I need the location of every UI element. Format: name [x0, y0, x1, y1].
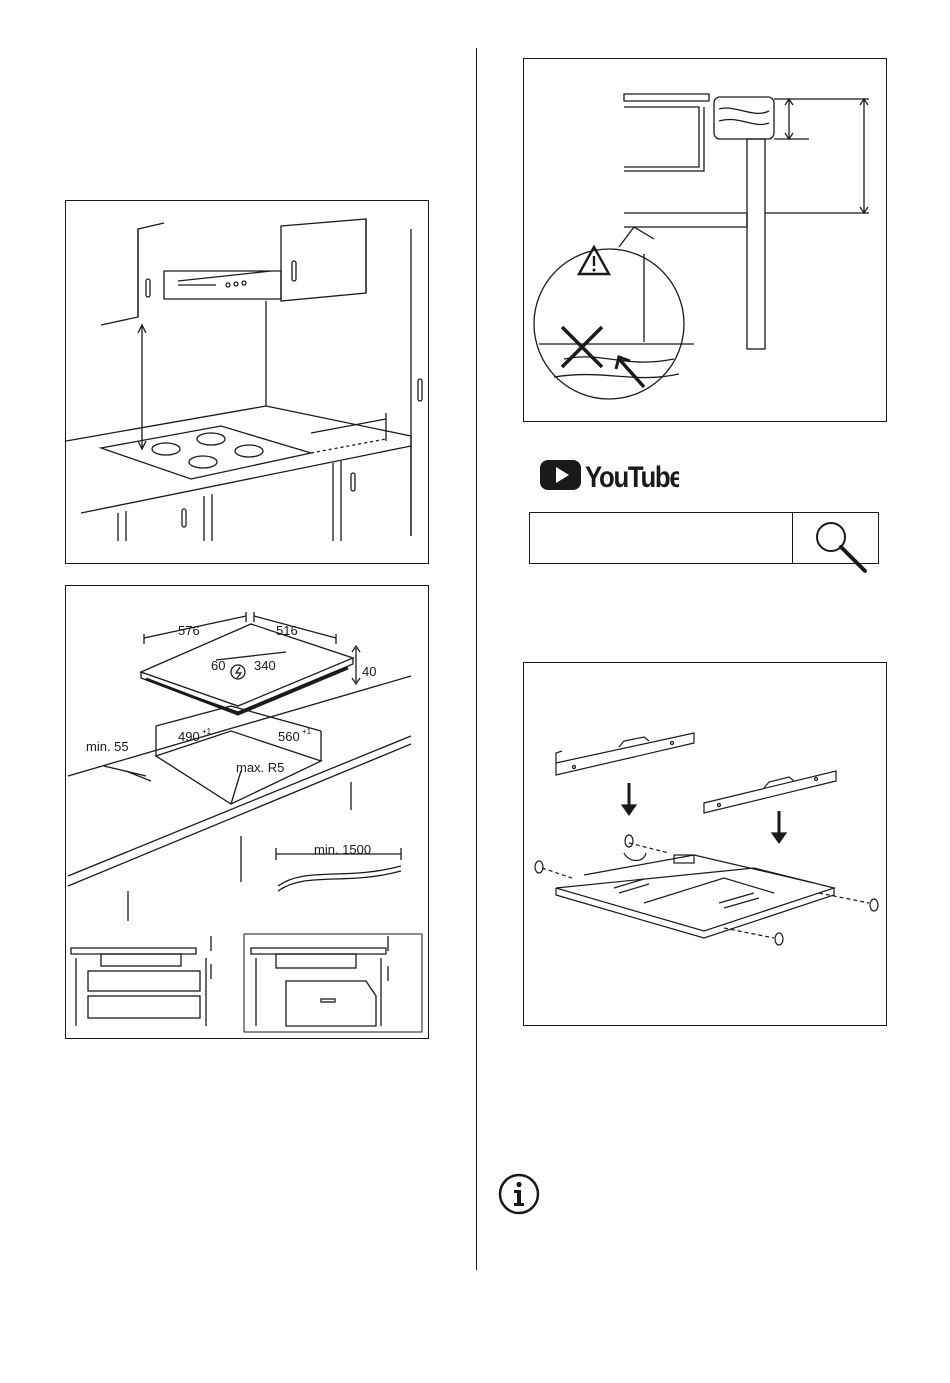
- dim-cutout-depth-tol: +1: [302, 727, 312, 736]
- dim-depth: 516: [276, 623, 298, 638]
- dim-cable: min. 1500: [314, 842, 371, 857]
- info-icon: [497, 1172, 541, 1216]
- dim-width: 576: [178, 623, 200, 638]
- dim-inner-b: 340: [254, 658, 276, 673]
- search-input[interactable]: [530, 513, 792, 563]
- figure-hood-clearance: [65, 200, 429, 564]
- dim-cutout-width-tol: +1: [202, 727, 212, 736]
- youtube-logo[interactable]: YouTube: [539, 455, 679, 497]
- dim-inner-a: 60: [211, 658, 225, 673]
- figure-installation-dimensions: 576 516 60 340 40 490 +1 560 +1 min. 55 …: [65, 585, 429, 1039]
- figure-worktop-warning: [523, 58, 887, 422]
- column-divider: [476, 48, 477, 1270]
- youtube-search-box: [529, 512, 879, 564]
- search-icon: [793, 513, 879, 575]
- search-button[interactable]: [792, 513, 879, 563]
- dim-cutout-width: 490: [178, 729, 200, 744]
- dim-height: 40: [362, 664, 376, 679]
- dim-min-edge: min. 55: [86, 739, 129, 754]
- dim-radius: max. R5: [236, 760, 284, 775]
- youtube-wordmark: YouTube: [585, 460, 679, 493]
- figure-mounting-brackets: [523, 662, 887, 1026]
- dim-cutout-depth: 560: [278, 729, 300, 744]
